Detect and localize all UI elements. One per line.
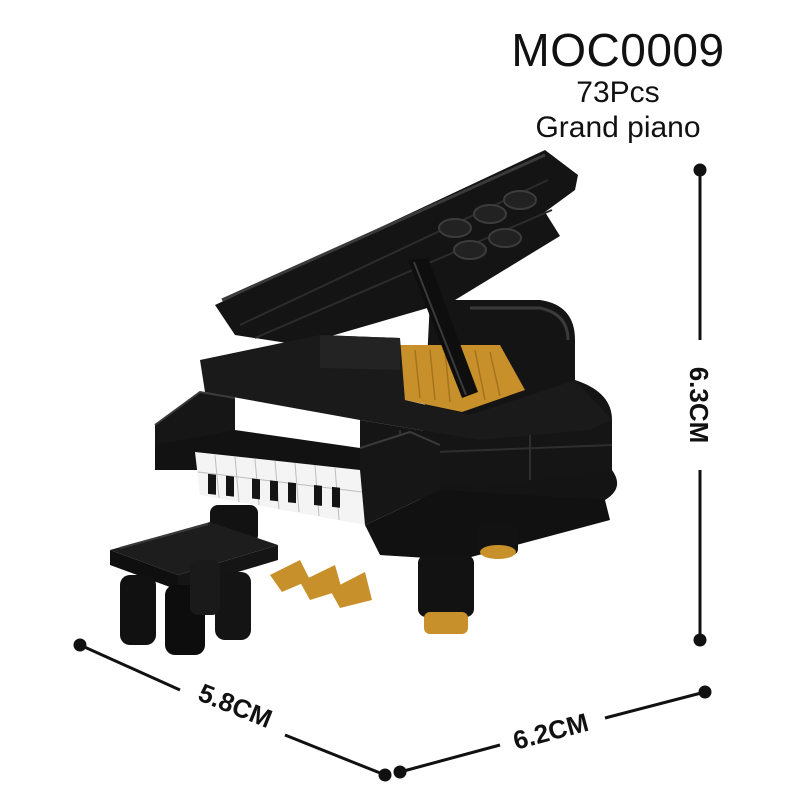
product-code: MOC0009 xyxy=(511,24,725,76)
depth-line-left xyxy=(79,643,181,692)
product-name: Grand piano xyxy=(535,111,701,144)
width-line-left xyxy=(399,743,501,774)
depth-line-right xyxy=(284,733,386,777)
depth-endpoint-right xyxy=(378,768,392,782)
bench-top xyxy=(110,522,278,575)
piano-bench xyxy=(110,522,278,655)
bench-leg-4 xyxy=(190,560,220,615)
piano-top-surface xyxy=(200,335,612,440)
height-endpoint-bottom xyxy=(693,633,707,647)
lid-studs xyxy=(438,190,537,260)
piano-leg-caster xyxy=(424,612,468,634)
piano-leg-front xyxy=(418,555,474,617)
width-endpoint-left xyxy=(393,765,407,779)
piano-lid xyxy=(215,150,578,345)
piano-pedals xyxy=(270,560,372,608)
piece-count: 73Pcs xyxy=(576,76,660,109)
width-label: 6.2CM xyxy=(510,707,592,756)
gold-strings xyxy=(414,349,501,403)
width-line-right xyxy=(604,690,706,720)
dimension-lines xyxy=(73,163,712,782)
width-endpoint-right xyxy=(698,685,712,699)
product-title-block: MOC0009 73Pcs Grand piano xyxy=(498,24,738,146)
depth-label: 5.8CM xyxy=(194,677,276,734)
bench-leg-1 xyxy=(120,575,156,645)
depth-endpoint-left xyxy=(73,638,87,652)
piano-keyboard xyxy=(195,452,365,525)
height-label: 6.3CM xyxy=(684,367,714,444)
bench-leg-3 xyxy=(215,572,251,640)
black-keys xyxy=(208,473,340,508)
piano-right-cheek xyxy=(360,432,440,525)
piano-model xyxy=(110,150,618,655)
height-endpoint-top xyxy=(693,163,707,177)
